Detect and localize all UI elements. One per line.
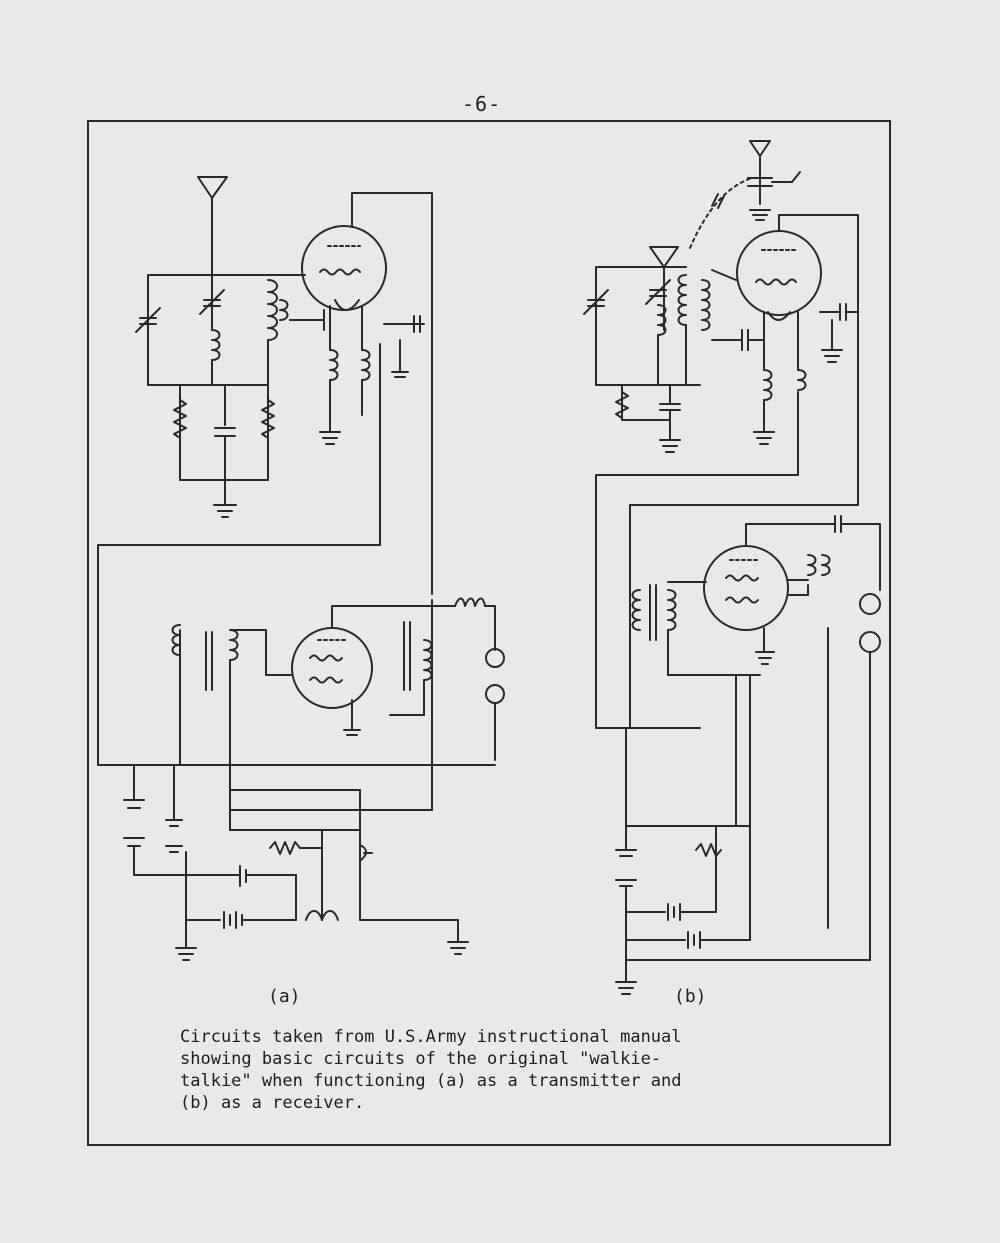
headphone-a-top <box>485 648 505 668</box>
antenna-a <box>197 176 228 276</box>
caption-line: Circuits taken from U.S.Army instruction… <box>180 1027 682 1047</box>
page-number: -6- <box>462 92 502 116</box>
headphone-a-bottom <box>485 684 505 704</box>
headphone-b-bottom <box>859 631 881 653</box>
caption-line: (b) as a receiver. <box>180 1093 365 1113</box>
caption-line: showing basic circuits of the original "… <box>180 1049 662 1069</box>
circuit-b-receiver <box>583 140 881 995</box>
caption-line: talkie" when functioning (a) as a transm… <box>180 1071 682 1091</box>
figure-frame <box>87 120 891 1146</box>
figure-label-b: (b) <box>674 986 707 1007</box>
headphone-b-top <box>859 593 881 615</box>
circuit-a-transmitter <box>97 176 505 961</box>
figure-label-a: (a) <box>268 986 301 1007</box>
amplifier-tube-b <box>703 545 789 631</box>
oscillator-tube-a <box>301 225 387 311</box>
detector-tube-b <box>736 230 822 316</box>
figure-caption: Circuits taken from U.S.Army instruction… <box>180 1026 820 1114</box>
